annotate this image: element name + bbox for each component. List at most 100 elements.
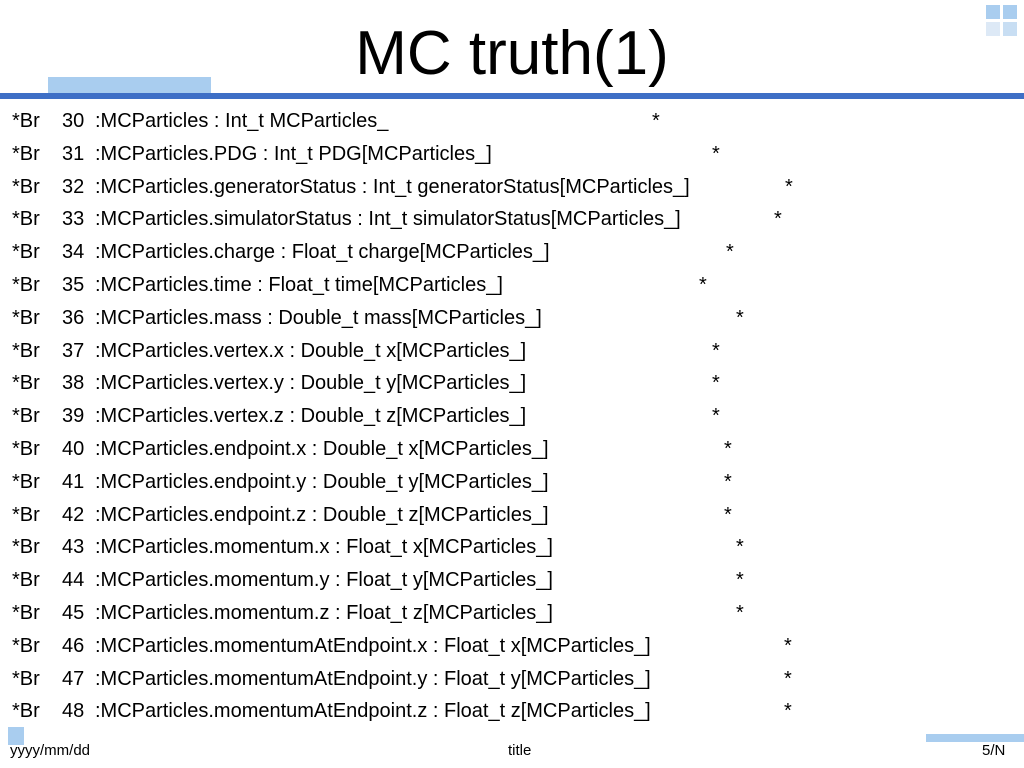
branch-prefix: *Br: [12, 306, 40, 329]
branch-line: *Br 35 :MCParticles.time : Float_t time[MC…: [12, 269, 1012, 302]
decor-square: [986, 22, 1000, 36]
branch-line: *Br 30 :MCParticles : Int_t MCParticles_ *: [12, 105, 1012, 138]
branch-number: 35: [62, 273, 85, 296]
branch-text: :MCParticles.endpoint.y : Double_t y[MCP…: [95, 470, 549, 493]
branch-prefix: *Br: [12, 503, 40, 526]
branch-text: :MCParticles.vertex.y : Double_t y[MCPar…: [95, 372, 527, 395]
branch-star: *: [736, 306, 744, 329]
branch-prefix: *Br: [12, 273, 40, 296]
branch-star: *: [774, 208, 782, 231]
title-rule-tab: [48, 77, 211, 93]
branch-prefix: *Br: [12, 208, 40, 231]
branch-text: :MCParticles.momentum.y : Float_t y[MCPa…: [95, 569, 553, 592]
branch-line: *Br 41 :MCParticles.endpoint.y : Double_t …: [12, 466, 1012, 499]
branch-star: *: [699, 273, 707, 296]
branch-text: :MCParticles.momentumAtEndpoint.x : Floa…: [95, 634, 651, 657]
branch-number: 43: [62, 536, 85, 559]
footer-decor-right: [926, 734, 1024, 742]
branch-prefix: *Br: [12, 601, 40, 624]
branch-star: *: [712, 405, 720, 428]
branch-text: :MCParticles.momentumAtEndpoint.y : Floa…: [95, 667, 651, 690]
title-rule: [0, 93, 1024, 99]
footer-date: yyyy/mm/dd: [10, 742, 91, 759]
branch-text: :MCParticles.momentumAtEndpoint.z : Floa…: [95, 700, 651, 723]
branch-line: *Br 37 :MCParticles.vertex.x : Double_t x[…: [12, 335, 1012, 368]
branch-star: *: [724, 437, 732, 460]
branch-text: :MCParticles.time : Float_t time[MCParti…: [95, 273, 503, 296]
branch-number: 31: [62, 142, 85, 165]
branch-star: *: [784, 667, 792, 690]
branch-prefix: *Br: [12, 110, 40, 132]
branch-number: 40: [62, 437, 85, 460]
branch-text: :MCParticles.generatorStatus : Int_t gen…: [95, 175, 690, 198]
branch-text: :MCParticles.momentum.z : Float_t z[MCPa…: [95, 601, 553, 624]
branch-text: :MCParticles.simulatorStatus : Int_t sim…: [95, 208, 681, 231]
branch-line: *Br 46 :MCParticles.momentumAtEndpoint.x :…: [12, 630, 1012, 663]
branch-number: 48: [62, 700, 85, 723]
slide-title: MC truth(1): [355, 19, 669, 88]
branch-number: 45: [62, 601, 85, 624]
branch-number: 47: [62, 667, 85, 690]
branch-number: 41: [62, 470, 85, 493]
branch-star: *: [712, 142, 720, 165]
branch-number: 34: [62, 241, 85, 264]
branch-line: *Br 43 :MCParticles.momentum.x : Float_t x…: [12, 531, 1012, 564]
branch-number: 37: [62, 339, 85, 362]
branch-star: *: [736, 536, 744, 559]
branch-text: :MCParticles.charge : Float_t charge[MCP…: [95, 241, 550, 264]
decor-square: [986, 5, 1000, 19]
branch-prefix: *Br: [12, 634, 40, 657]
branch-prefix: *Br: [12, 241, 40, 264]
branch-prefix: *Br: [12, 569, 40, 592]
branch-text: :MCParticles.vertex.x : Double_t x[MCPar…: [95, 339, 527, 362]
branch-line: *Br 33 :MCParticles.simulatorStatus : Int_…: [12, 203, 1012, 236]
branch-text: :MCParticles.endpoint.z : Double_t z[MCP…: [95, 503, 549, 526]
branch-star: *: [785, 175, 793, 198]
branch-line: *Br 48 :MCParticles.momentumAtEndpoint.z :…: [12, 695, 1012, 728]
branch-line: *Br 44 :MCParticles.momentum.y : Float_t y…: [12, 564, 1012, 597]
decor-square: [1003, 5, 1017, 19]
branch-star: *: [736, 601, 744, 624]
branch-prefix: *Br: [12, 470, 40, 493]
branch-line: *Br 32 :MCParticles.generatorStatus : Int_…: [12, 171, 1012, 204]
branch-line: *Br 42 :MCParticles.endpoint.z : Double_t …: [12, 499, 1012, 532]
branch-text: :MCParticles : Int_t MCParticles_: [95, 110, 389, 132]
branch-number: 30: [62, 110, 85, 132]
branch-text: :MCParticles.momentum.x : Float_t x[MCPa…: [95, 536, 553, 559]
footer-page-number: 5/N: [982, 742, 1006, 759]
branch-number: 36: [62, 306, 85, 329]
branch-line: *Br 39 :MCParticles.vertex.z : Double_t z[…: [12, 400, 1012, 433]
branch-number: 39: [62, 405, 85, 428]
branch-star: *: [726, 241, 734, 264]
branch-star: *: [712, 372, 720, 395]
branch-prefix: *Br: [12, 437, 40, 460]
branch-text: :MCParticles.mass : Double_t mass[MCPart…: [95, 306, 542, 329]
branch-star: *: [712, 339, 720, 362]
branch-text: :MCParticles.vertex.z : Double_t z[MCPar…: [95, 405, 527, 428]
branch-star: *: [784, 634, 792, 657]
branch-prefix: *Br: [12, 405, 40, 428]
branch-prefix: *Br: [12, 339, 40, 362]
branch-prefix: *Br: [12, 536, 40, 559]
branch-number: 46: [62, 634, 85, 657]
branch-number: 33: [62, 208, 85, 231]
branch-star: *: [652, 110, 660, 132]
branch-star: *: [784, 700, 792, 723]
branch-number: 38: [62, 372, 85, 395]
branch-number: 32: [62, 175, 85, 198]
branch-line: *Br 36 :MCParticles.mass : Double_t mass[M…: [12, 302, 1012, 335]
branch-prefix: *Br: [12, 700, 40, 723]
decor-square: [1003, 22, 1017, 36]
branch-number: 42: [62, 503, 85, 526]
branch-line: *Br 34 :MCParticles.charge : Float_t charg…: [12, 236, 1012, 269]
branch-prefix: *Br: [12, 667, 40, 690]
branch-text: :MCParticles.PDG : Int_t PDG[MCParticles…: [95, 142, 492, 165]
branch-number: 44: [62, 569, 85, 592]
branch-prefix: *Br: [12, 142, 40, 165]
branch-line: *Br 45 :MCParticles.momentum.z : Float_t z…: [12, 597, 1012, 630]
branch-star: *: [724, 503, 732, 526]
branch-prefix: *Br: [12, 175, 40, 198]
